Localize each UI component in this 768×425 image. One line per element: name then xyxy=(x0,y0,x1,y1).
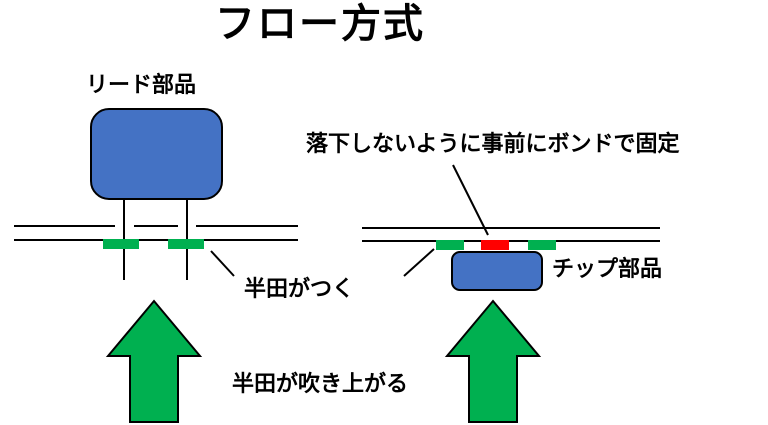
chip-component-label: チップ部品 xyxy=(552,257,663,282)
right-circuit-board xyxy=(362,227,660,242)
chip-component-body xyxy=(451,251,543,291)
lead-component-body xyxy=(90,108,223,200)
solder-attaches-label: 半田がつく xyxy=(244,277,355,302)
solder-pad-left-2 xyxy=(168,239,204,249)
bond-adhesive xyxy=(481,240,509,250)
solder-pad-left-1 xyxy=(103,239,139,249)
callout-line-solder-left xyxy=(210,250,235,277)
solder-pad-right-2 xyxy=(528,240,556,250)
bond-note-label: 落下しないように事前にボンドで固定 xyxy=(306,132,680,157)
callout-line-solder-right xyxy=(403,248,435,277)
left-circuit-board xyxy=(14,225,298,241)
diagram-title: フロー方式 xyxy=(215,1,425,47)
solder-blows-up-label: 半田が吹き上がる xyxy=(232,372,409,397)
up-arrow-left xyxy=(105,299,203,423)
lead-component-label: リード部品 xyxy=(86,73,197,98)
up-arrow-right xyxy=(444,299,542,423)
solder-pad-right-1 xyxy=(436,240,464,250)
callout-line-bond xyxy=(452,164,489,236)
